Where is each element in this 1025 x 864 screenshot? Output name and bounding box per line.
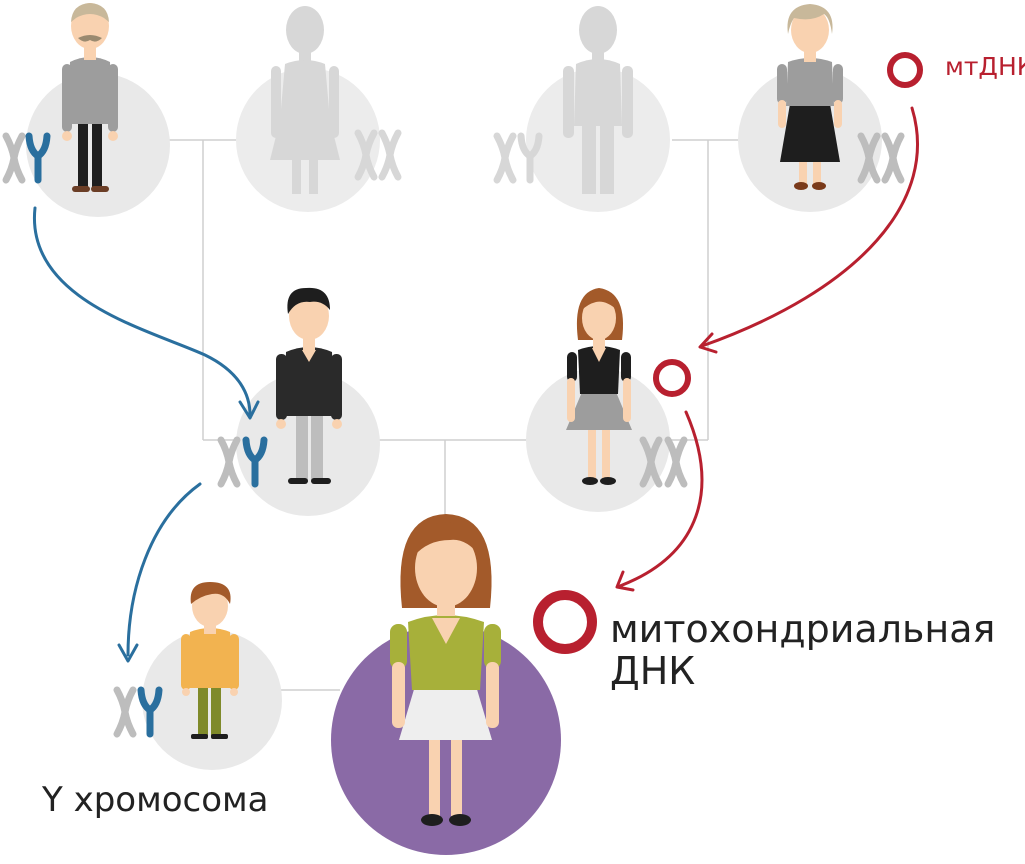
- person-paternal-grandfather: [6, 3, 170, 217]
- mtdna-ring-mother-icon: [653, 359, 691, 397]
- mt-arrow-grandmother-to-mother: [700, 106, 919, 348]
- person-maternal-grandmother: [738, 4, 901, 212]
- person-circle: [526, 68, 670, 212]
- mt-arrow-mother-to-subject: [618, 410, 704, 588]
- person-paternal-grandmother: [236, 6, 398, 212]
- mt-arrow-head-2: [615, 570, 635, 592]
- person-maternal-grandfather: [497, 6, 670, 212]
- y-chromosome-label: Y хромосома: [42, 780, 269, 820]
- person-circle: [526, 368, 670, 512]
- mtdna-ring-large-icon: [533, 590, 597, 654]
- mtdna-ring-small-icon: [887, 52, 923, 88]
- person-subject: [331, 514, 561, 855]
- mt-arrow-head-1: [698, 332, 718, 354]
- y-arrow-father-to-brother: [126, 482, 202, 657]
- person-brother: [117, 582, 282, 770]
- person-father: [221, 287, 380, 516]
- person-mother: [526, 288, 684, 512]
- mt-lineage-arrows: [533, 52, 923, 654]
- mtdna-short-label: мтДНК: [945, 52, 1025, 81]
- y-arrow-head-1: [238, 400, 260, 420]
- mtdna-long-label-line1: митохондриальная: [610, 607, 996, 651]
- y-lineage-arrows: [33, 206, 260, 663]
- y-arrow-grandfather-to-father: [33, 206, 252, 417]
- y-arrow-head-2: [117, 643, 139, 663]
- mtdna-long-label-line2: ДНК: [610, 649, 696, 693]
